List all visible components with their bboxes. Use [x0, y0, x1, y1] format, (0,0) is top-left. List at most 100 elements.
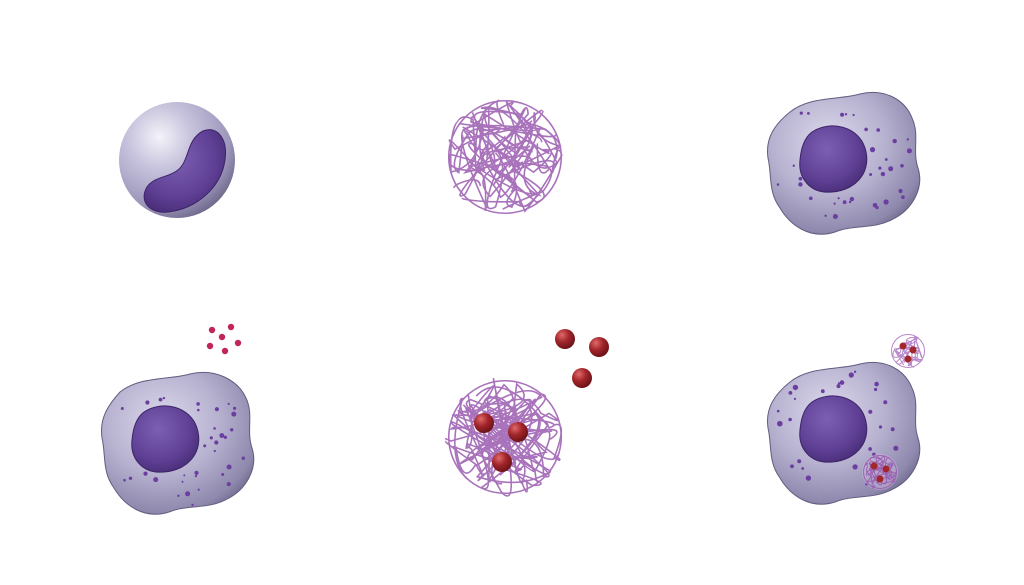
net-rim	[863, 455, 897, 489]
granule	[776, 409, 780, 413]
granule	[799, 111, 803, 115]
fibrous-net-icon	[447, 99, 563, 215]
granule	[842, 200, 847, 205]
granule	[840, 112, 845, 117]
granule	[883, 199, 889, 205]
granule	[233, 406, 237, 410]
granule	[203, 444, 207, 448]
granule	[790, 464, 794, 469]
granule	[788, 417, 792, 422]
granule	[837, 197, 840, 200]
granule	[153, 477, 159, 483]
granule	[183, 474, 186, 477]
granule	[209, 436, 213, 440]
macrophage-cell-icon	[766, 92, 921, 235]
granule	[849, 196, 855, 202]
granule	[878, 166, 882, 170]
granule	[833, 202, 836, 205]
granule	[848, 200, 852, 204]
granule	[872, 203, 878, 208]
granule	[844, 113, 848, 116]
granule	[792, 164, 795, 167]
granule	[194, 475, 198, 478]
net-fiber	[450, 161, 542, 208]
granule	[852, 113, 855, 117]
trapped-bacteria	[474, 413, 528, 472]
granule	[128, 476, 133, 480]
granule	[191, 503, 194, 507]
macrophage-granules	[776, 111, 912, 219]
granule	[143, 471, 148, 476]
granule	[231, 411, 237, 417]
granule	[777, 420, 783, 427]
granule	[820, 389, 825, 394]
granule	[869, 173, 873, 176]
net-fiber	[472, 390, 563, 462]
granule	[876, 128, 880, 132]
net-fiber	[466, 405, 519, 485]
granule	[226, 464, 232, 470]
granule	[898, 188, 903, 194]
granule	[214, 440, 219, 445]
granule	[181, 480, 184, 483]
net-fiber	[488, 418, 549, 487]
granule	[805, 475, 812, 481]
granule	[221, 473, 225, 476]
granule	[162, 396, 166, 400]
granule	[793, 397, 797, 400]
granule	[807, 112, 810, 115]
granule	[196, 402, 200, 406]
granule	[214, 407, 219, 412]
net-fiber	[462, 404, 558, 473]
granule	[177, 494, 180, 497]
granule	[145, 400, 150, 405]
net-fiber	[480, 106, 551, 174]
granule	[880, 171, 886, 177]
granule	[832, 214, 838, 219]
granule	[869, 147, 876, 153]
granule	[868, 447, 872, 451]
net-fiber	[486, 108, 544, 210]
net-bacteria-icon	[445, 329, 609, 497]
net-rim	[891, 334, 925, 368]
granule	[197, 408, 200, 412]
small-particles-icon	[206, 323, 242, 355]
macrophage-engulf-icon	[766, 334, 925, 505]
granule	[185, 491, 191, 497]
macrophage-nucleus	[799, 125, 868, 193]
granule	[213, 449, 216, 453]
granule	[888, 166, 894, 172]
granule	[788, 391, 793, 395]
granule	[883, 400, 888, 405]
granule	[874, 381, 879, 387]
granule	[226, 482, 231, 487]
granule	[906, 138, 909, 141]
net-fiber	[470, 116, 557, 170]
granule	[227, 402, 230, 405]
granule	[194, 470, 199, 475]
granule	[801, 467, 805, 470]
granule	[893, 445, 899, 451]
macrophage-granules	[120, 396, 245, 507]
granule	[864, 127, 868, 132]
free-bacteria	[555, 329, 609, 388]
granule	[123, 478, 126, 482]
granule	[853, 370, 857, 373]
granule	[219, 433, 225, 438]
macrophage-nucleus	[131, 405, 200, 473]
granule	[874, 387, 878, 392]
net-fiber	[448, 111, 516, 193]
granule	[890, 427, 895, 432]
granule	[900, 164, 904, 168]
granule	[824, 214, 827, 217]
granule	[839, 380, 845, 385]
granule	[836, 384, 841, 389]
net-fiber	[869, 455, 891, 484]
granule	[798, 176, 803, 181]
granule	[901, 195, 905, 199]
granule	[797, 459, 802, 464]
granule	[798, 182, 803, 187]
granule	[776, 183, 780, 186]
net-rim	[447, 379, 563, 495]
macrophage-particles-icon	[100, 323, 255, 515]
